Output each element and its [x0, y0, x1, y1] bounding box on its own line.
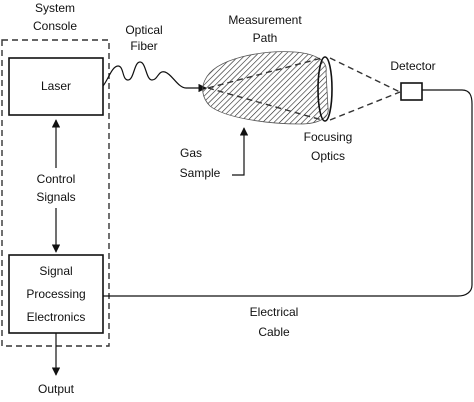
signal-processing-label-line1: Signal — [39, 264, 72, 278]
detector-box — [400, 82, 423, 101]
gas-sample-region — [202, 51, 329, 125]
focusing-optics-label-line2: Optics — [311, 149, 345, 163]
system-console-label-line1: System — [35, 1, 75, 15]
electrical-cable-label-line2: Cable — [258, 325, 290, 339]
output-label: Output — [38, 382, 75, 396]
detector-label: Detector — [390, 59, 435, 73]
optical-fiber-label-line2: Fiber — [130, 39, 157, 53]
laser-label: Laser — [41, 79, 71, 93]
control-signals-label-line2: Signals — [36, 190, 75, 204]
measurement-path-label-line2: Path — [253, 31, 278, 45]
focusing-optics-label-line1: Focusing — [304, 130, 353, 144]
signal-processing-label-line3: Electronics — [27, 310, 86, 324]
focus-ray-top — [329, 57, 401, 93]
laser-box — [8, 57, 104, 116]
focusing-lens — [317, 56, 333, 122]
gas-sample-label-line2: Sample — [180, 166, 221, 180]
measurement-path-label-line1: Measurement — [228, 13, 302, 27]
signal-processing-label-line2: Processing — [26, 287, 85, 301]
electrical-cable-label-line1: Electrical — [250, 305, 299, 319]
gas-sample-label-line1: Gas — [180, 146, 202, 160]
control-signals-label-line1: Control — [37, 172, 76, 186]
optical-fiber-label-line1: Optical — [125, 23, 162, 37]
gas-sample-pointer — [232, 127, 249, 176]
system-console-label-line2: Console — [33, 19, 77, 33]
electrical-cable-line — [103, 89, 473, 297]
optical-fiber-line — [102, 61, 207, 93]
system-console-border — [1, 39, 110, 347]
focus-ray-bottom — [329, 91, 401, 121]
